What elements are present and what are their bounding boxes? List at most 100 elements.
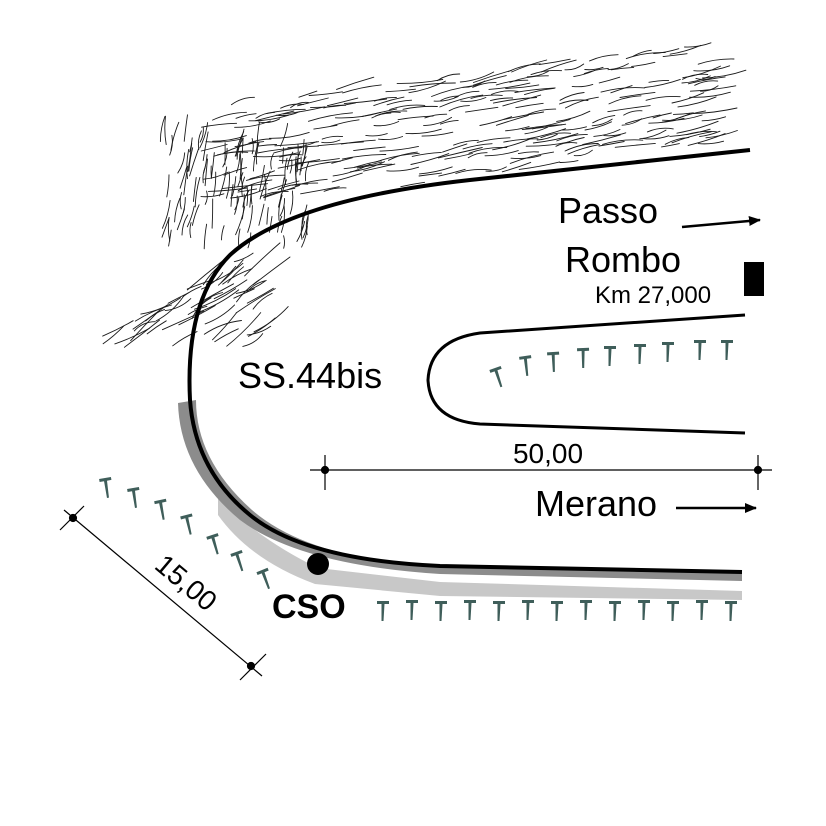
rock-hatch-stroke	[442, 143, 468, 153]
rock-hatch-stroke	[221, 183, 268, 190]
road-inner-edge	[426, 313, 746, 435]
rock-hatch-stroke	[234, 128, 245, 157]
tree-icon	[667, 601, 679, 621]
rock-hatch-stroke	[199, 127, 204, 143]
rock-hatch-stroke	[692, 107, 738, 115]
rock-hatch-stroke	[453, 139, 479, 146]
rock-hatch-stroke	[694, 80, 719, 86]
rock-hatch-stroke	[334, 111, 382, 119]
tree-icon	[577, 347, 590, 369]
rock-hatch-stroke	[515, 102, 544, 109]
rock-hatch-stroke	[300, 186, 340, 195]
rock-hatch-stroke	[607, 63, 629, 71]
rock-hatch-stroke	[564, 63, 585, 71]
rock-hatch-stroke	[687, 76, 726, 85]
rock-hatch-stroke	[140, 297, 181, 315]
rock-hatch-stroke	[374, 97, 397, 102]
rock-hatch-stroke	[639, 129, 667, 140]
rock-hatch-stroke	[317, 141, 364, 147]
rock-hatch-stroke	[436, 73, 461, 82]
rock-hatch-stroke	[439, 119, 459, 125]
rock-hatch-stroke	[242, 333, 264, 347]
rock-hatch-stroke	[212, 312, 238, 341]
rock-hatch-stroke	[530, 69, 563, 76]
rock-hatch-stroke	[517, 151, 540, 155]
rock-hatch-stroke	[343, 161, 383, 170]
rock-hatch-stroke	[282, 147, 284, 164]
rock-hatch-stroke	[363, 163, 396, 172]
rock-hatch-stroke	[301, 225, 308, 248]
rock-hatch-stroke	[203, 320, 242, 335]
rock-hatch-stroke	[462, 143, 493, 150]
rock-hatch-stroke	[183, 114, 188, 142]
rock-hatch-stroke	[266, 108, 306, 115]
rock-hatch-stroke	[212, 135, 247, 142]
rock-hatch-stroke	[662, 53, 688, 58]
rock-hatch-stroke	[507, 63, 541, 73]
rock-hatch-stroke	[159, 116, 166, 142]
rock-hatch-stroke	[405, 128, 442, 135]
rock-hatch-stroke	[642, 135, 670, 140]
rock-hatch-stroke	[610, 85, 633, 94]
rock-hatch-stroke	[564, 143, 599, 152]
rock-hatch-stroke	[645, 95, 681, 101]
tree-icon	[696, 600, 708, 620]
rock-hatch-stroke	[632, 49, 652, 57]
rock-hatch-stroke	[521, 123, 567, 131]
rock-hatch-stroke	[164, 298, 192, 312]
rock-hatch-stroke	[514, 87, 556, 93]
rock-hatch-stroke	[540, 59, 577, 73]
rock-hatch-stroke	[682, 73, 709, 80]
rock-hatch-stroke	[495, 114, 529, 126]
rock-hatch-stroke	[278, 195, 283, 221]
rock-hatch-stroke	[689, 85, 737, 92]
rock-hatch-stroke	[177, 152, 186, 174]
rock-hatch-stroke	[411, 151, 442, 157]
tree-icon	[206, 533, 219, 555]
rock-hatch-stroke	[340, 139, 376, 145]
rock-hatching	[102, 42, 747, 348]
rock-hatch-stroke	[619, 91, 656, 98]
rock-hatch-stroke	[290, 101, 309, 109]
rock-hatch-stroke	[460, 97, 487, 102]
rock-hatch-stroke	[505, 126, 530, 132]
rock-hatch-stroke	[676, 120, 719, 134]
rock-hatch-stroke	[246, 186, 249, 206]
rock-hatch-stroke	[697, 58, 735, 65]
rock-hatch-stroke	[114, 327, 150, 345]
rock-hatch-stroke	[286, 151, 294, 170]
rock-hatch-stroke	[418, 166, 453, 175]
rock-hatch-stroke	[559, 92, 585, 101]
rock-hatch-stroke	[239, 152, 242, 180]
rock-hatch-stroke	[631, 61, 656, 67]
rock-hatch-stroke	[191, 204, 200, 226]
rock-hatch-stroke	[336, 76, 375, 90]
rock-hatch-stroke	[260, 190, 289, 197]
rock-hatch-stroke	[102, 320, 134, 337]
rock-hatch-stroke	[689, 91, 731, 98]
rock-hatch-stroke	[603, 132, 627, 137]
rock-hatch-stroke	[203, 223, 208, 250]
rock-hatch-stroke	[653, 48, 680, 55]
rock-hatch-stroke	[297, 97, 329, 107]
rock-hatch-stroke	[592, 114, 616, 124]
rock-hatch-stroke	[204, 190, 208, 205]
rock-hatch-stroke	[235, 206, 246, 236]
rock-hatch-stroke	[373, 121, 400, 127]
rock-hatch-stroke	[219, 166, 228, 197]
rock-hatch-stroke	[213, 171, 217, 197]
rock-hatch-stroke	[252, 292, 273, 310]
rock-hatch-stroke	[662, 114, 703, 121]
rock-hatch-stroke	[373, 96, 405, 107]
rock-hatch-stroke	[279, 198, 285, 217]
rock-hatch-stroke	[598, 141, 625, 147]
rock-hatch-stroke	[242, 189, 250, 208]
rock-hatch-stroke	[476, 137, 511, 143]
rock-hatch-stroke	[189, 148, 199, 177]
rock-hatch-stroke	[186, 149, 190, 180]
rock-hatch-stroke	[183, 165, 189, 196]
rock-hatch-stroke	[518, 161, 561, 170]
rock-hatch-stroke	[448, 105, 470, 112]
rock-hatch-stroke	[402, 105, 438, 110]
rock-hatch-stroke	[705, 130, 738, 139]
